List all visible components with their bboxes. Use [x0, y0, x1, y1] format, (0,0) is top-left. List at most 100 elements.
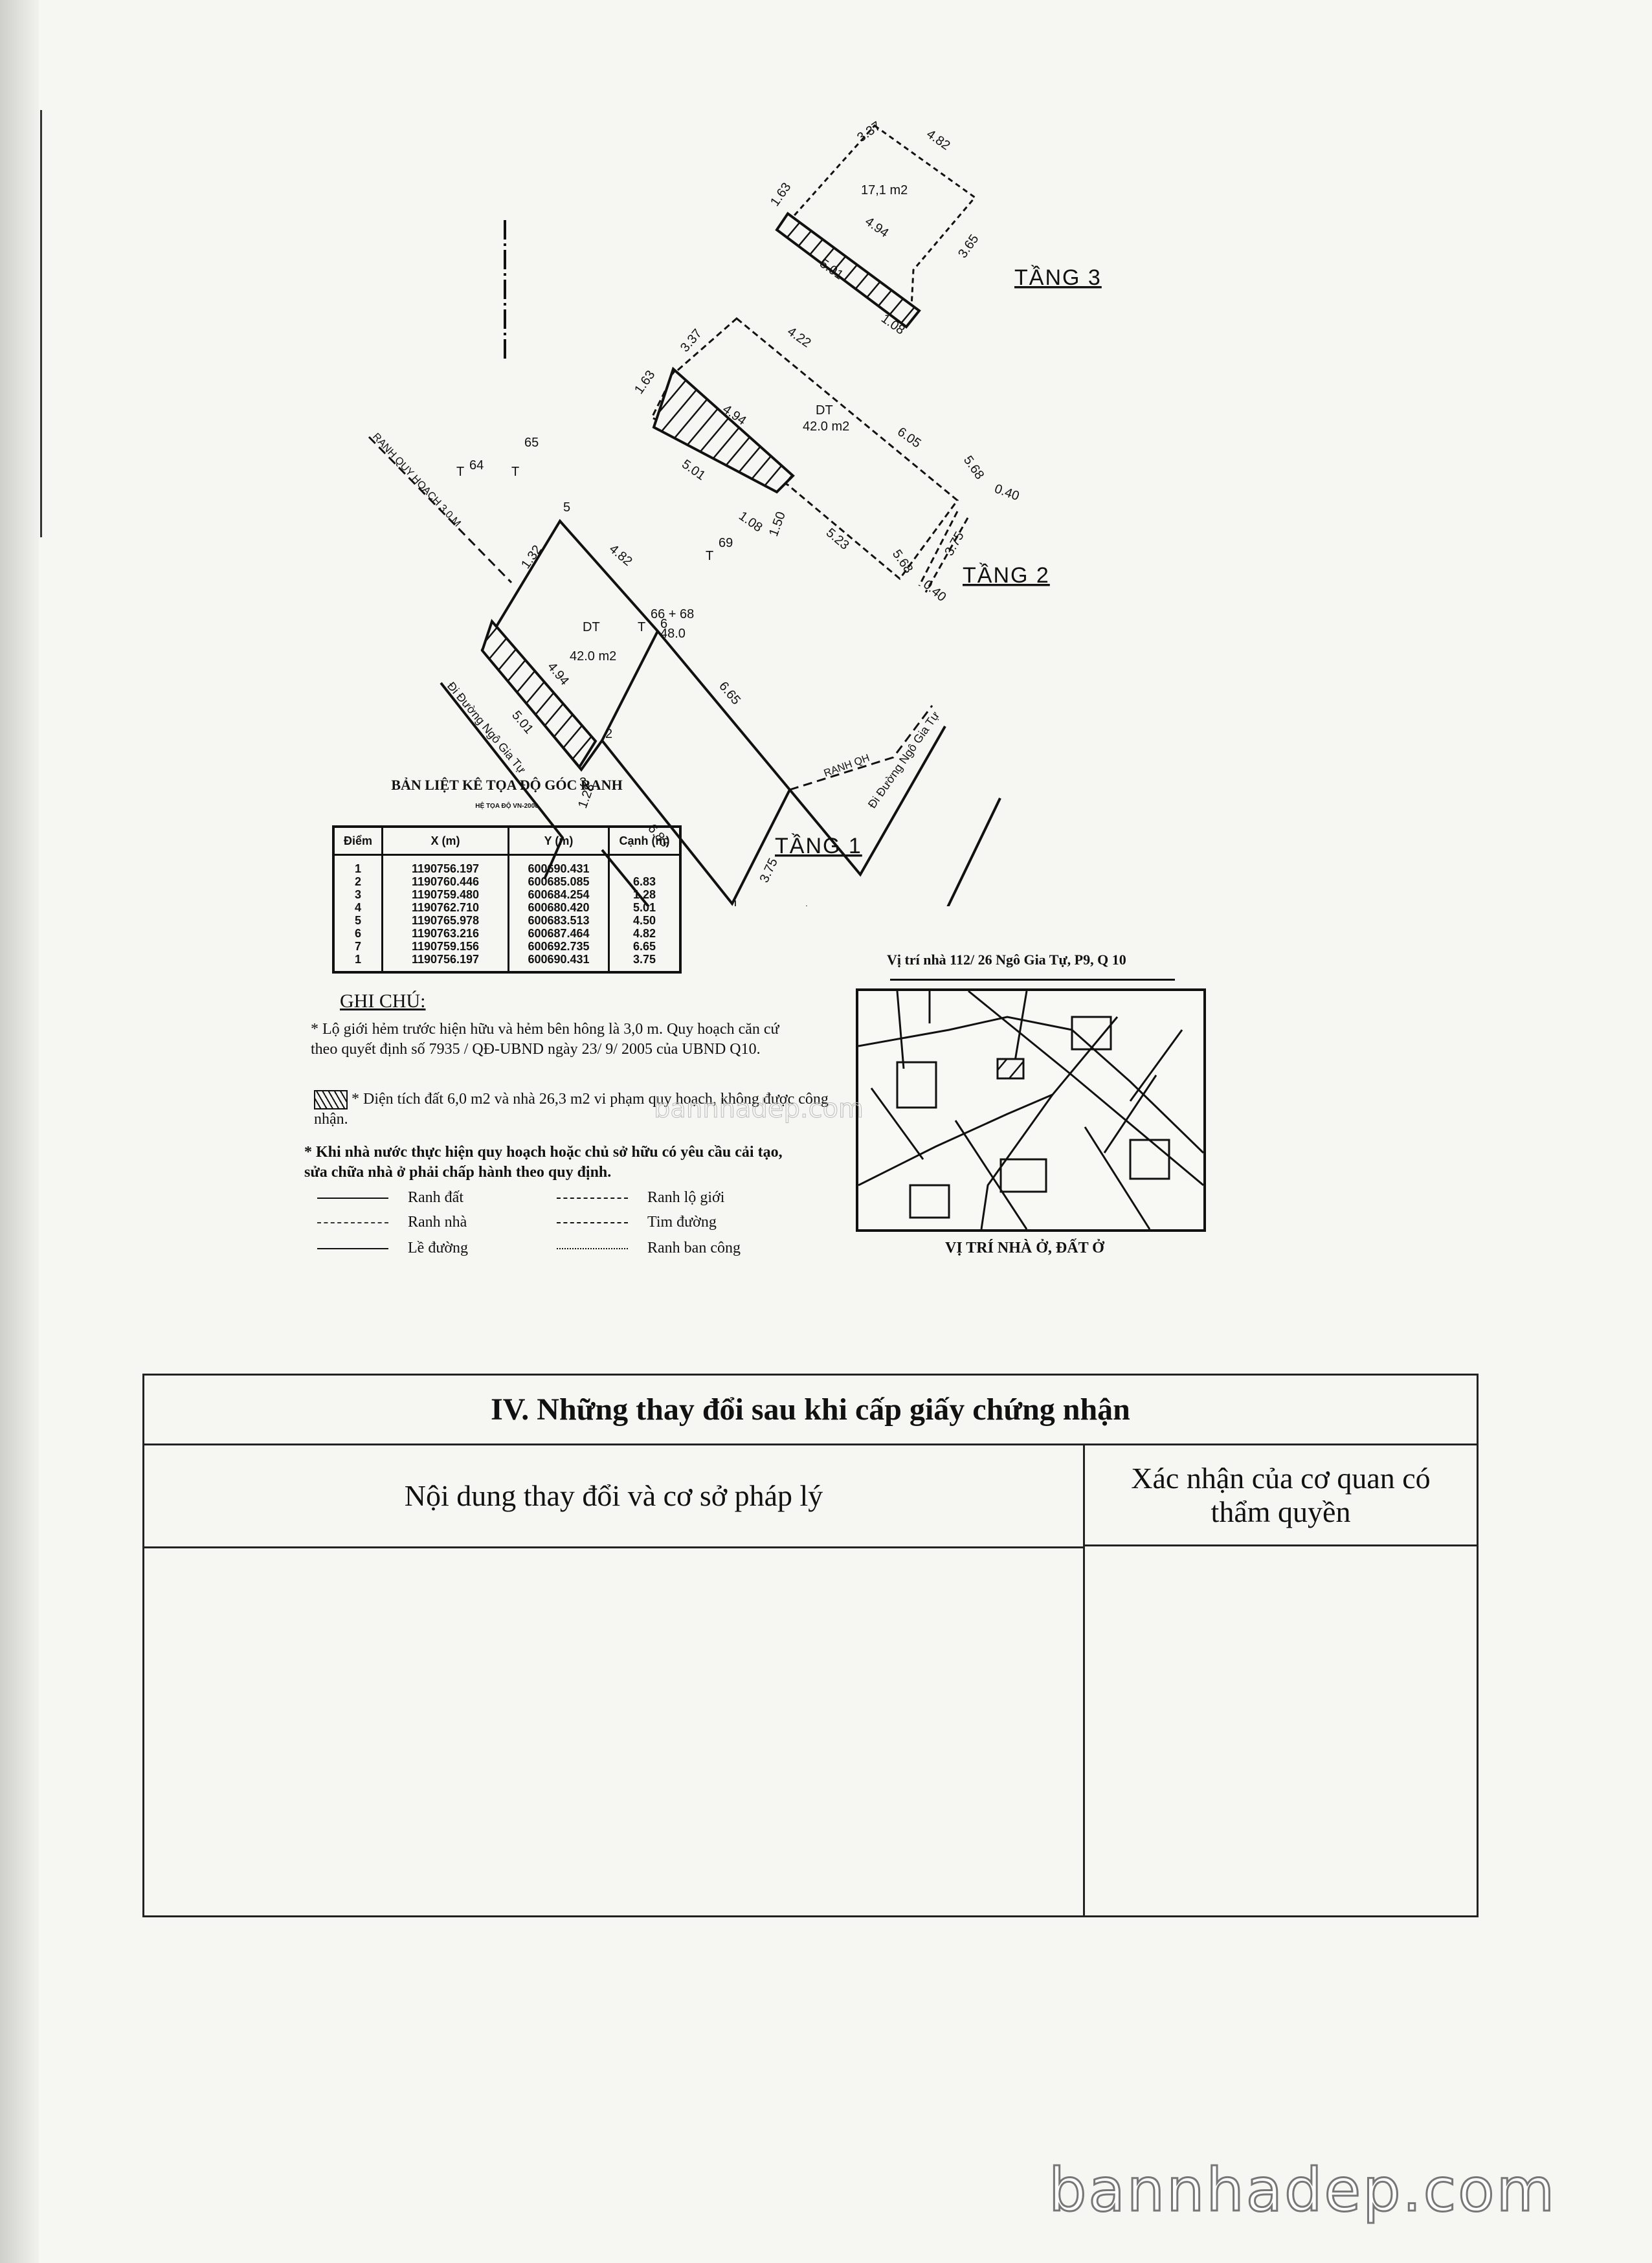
note-2-text: * Diện tích đất 6,0 m2 và nhà 26,3 m2 vi…	[314, 1091, 829, 1128]
legend-ranh-nha: Ranh nhà	[317, 1214, 467, 1231]
section-iv-title: IV. Những thay đổi sau khi cấp giấy chứn…	[144, 1376, 1477, 1445]
marker-69: 69	[719, 536, 733, 550]
coords-cell-p: 4	[332, 901, 383, 914]
column-divider	[1083, 1445, 1085, 1915]
coords-cell-p: 1	[332, 854, 383, 875]
dim: 4.22	[785, 324, 814, 350]
hatch-legend-icon	[314, 1090, 348, 1110]
cadastral-map-icon	[858, 991, 1203, 1229]
floor2-hatch	[652, 366, 795, 494]
coords-cell-x: 1190759.480	[381, 888, 509, 901]
marker-64: 64	[469, 458, 484, 473]
coords-cell-c: 6.83	[608, 875, 682, 888]
coords-cell-p: 7	[332, 940, 383, 953]
dim: 1.50	[766, 510, 788, 539]
floor1-hatch	[480, 619, 597, 770]
road-label-right: Đi Đường Ngô Gia Tự	[865, 709, 942, 810]
point-label: 2	[605, 727, 612, 741]
marker-48: 48.0	[660, 627, 686, 641]
coords-cell-y: 600692.735	[508, 940, 610, 953]
dim: 4.82	[607, 542, 635, 569]
section-iv-changes-table: IV. Những thay đổi sau khi cấp giấy chứn…	[142, 1374, 1479, 1917]
col-authority-confirmation-header: Xác nhận của cơ quan có thẩm quyền	[1085, 1445, 1477, 1546]
coords-cell-c: 3.75	[608, 953, 682, 972]
coords-cell-p: 1	[332, 953, 383, 972]
legend-le-duong: Lề đường	[317, 1240, 468, 1257]
floor1-label: TẦNG 1	[775, 834, 862, 858]
watermark-logo: bannhadep.com	[1047, 2155, 1557, 2226]
coords-cell-y: 600690.431	[508, 953, 610, 972]
coords-cell-p: 3	[332, 888, 383, 901]
floor-plan-drawing: 17,1 m2 3.37 4.82 3.65 5.01 4.94 1.08 1.…	[368, 119, 1100, 906]
coords-cell-y: 600680.420	[508, 901, 610, 914]
dim: 1.32	[519, 542, 544, 572]
dim: 3.37	[854, 119, 884, 145]
coords-cell-c: 1.28	[608, 888, 682, 901]
col-change-content-header: Nội dung thay đổi và cơ sở pháp lý	[144, 1445, 1083, 1548]
coords-cell-p: 6	[332, 927, 383, 940]
legend-ranh-ban-cong: Ranh ban công	[557, 1240, 741, 1257]
dim: 6.05	[895, 425, 924, 451]
marker-6668: 66 + 68	[651, 607, 694, 621]
legend-ranh-dat: Ranh đất	[317, 1189, 463, 1207]
legend-tim-duong: Tim đường	[557, 1214, 717, 1231]
floor2-label: TẦNG 2	[963, 563, 1050, 588]
col-header: Cạnh (m)	[608, 825, 682, 856]
marker-65: 65	[524, 436, 539, 450]
col-header: Điểm	[332, 825, 383, 856]
marker-t: T	[511, 465, 519, 479]
coords-cell-y: 600683.513	[508, 914, 610, 927]
caption-underline	[890, 979, 1175, 981]
coords-table-title: BẢN LIỆT KÊ TỌA ĐỘ GÓC RANH	[391, 777, 623, 793]
road-label-left: Đi Đường Ngô Gia Tự	[445, 680, 529, 776]
scan-edge-line	[40, 110, 42, 537]
marker-t: T	[456, 465, 464, 479]
floor2-dt: DT	[816, 403, 833, 418]
floor1-area: 42.0 m2	[570, 649, 616, 663]
location-map-caption: Vị trí nhà 112/ 26 Ngô Gia Tự, P9, Q 10	[887, 952, 1126, 968]
scan-edge	[0, 0, 39, 2263]
authority-confirmation-cell[interactable]	[1085, 1548, 1477, 1915]
point-label: 1	[731, 898, 739, 906]
notes-heading: GHI CHÚ:	[340, 990, 426, 1012]
dim: 3.37	[678, 326, 705, 355]
dim: 1.08	[736, 509, 765, 535]
dim: 3.65	[955, 232, 981, 261]
floor1-dt: DT	[583, 620, 600, 634]
floor1-plan	[480, 518, 792, 906]
point-label: 6	[660, 617, 667, 631]
dim: 4.82	[924, 127, 953, 153]
dim: 1.63	[768, 180, 794, 209]
col-header: X (m)	[381, 825, 509, 856]
dim: 5.68	[961, 453, 987, 482]
change-content-cell[interactable]	[144, 1548, 1083, 1915]
dim: 1.63	[632, 368, 658, 397]
floor3-hatch	[775, 212, 921, 329]
floor2-plan	[650, 317, 969, 593]
dim: 5.01	[509, 708, 536, 737]
note-3: * Khi nhà nước thực hiện quy hoạch hoặc …	[304, 1144, 783, 1181]
coords-cell-c: 6.65	[608, 940, 682, 953]
coords-cell-y: 600690.431	[508, 854, 610, 875]
coords-cell-x: 1190756.197	[381, 953, 509, 972]
coords-cell-y: 600687.464	[508, 927, 610, 940]
coords-cell-x: 1190763.216	[381, 927, 509, 940]
coords-cell-x: 1190759.156	[381, 940, 509, 953]
floor3-plan	[786, 124, 977, 322]
coords-cell-c: 4.82	[608, 927, 682, 940]
dim: 4.94	[862, 214, 891, 240]
coords-cell-x: 1190762.710	[381, 901, 509, 914]
coords-cell-x: 1190765.978	[381, 914, 509, 927]
point-label: 3	[579, 775, 586, 790]
dim: 6.65	[716, 679, 743, 708]
marker-t: T	[638, 620, 645, 634]
coords-cell-c: 4.50	[608, 914, 682, 927]
floor2-area: 42.0 m2	[803, 419, 849, 434]
dim: 0.40	[921, 577, 949, 605]
